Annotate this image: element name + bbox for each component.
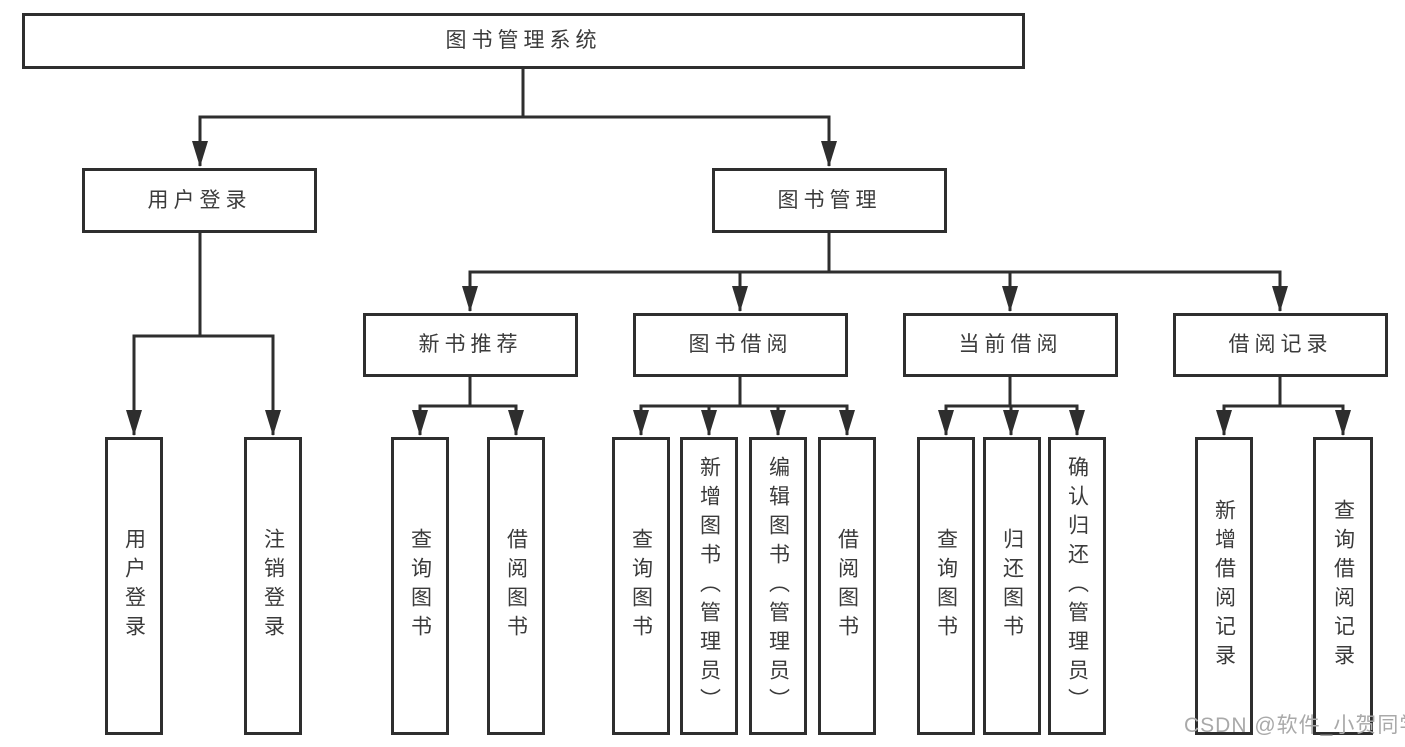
node-current-borrow: 当前借阅 — [903, 313, 1118, 377]
connector-root-branch — [192, 69, 837, 167]
node-root: 图书管理系统 — [22, 13, 1025, 69]
node-book-borrow: 图书借阅 — [633, 313, 848, 377]
node-borrow-records: 借阅记录 — [1173, 313, 1388, 377]
leaf-cb-confirm-return-admin: 确认归还（管理员） — [1048, 437, 1106, 735]
leaf-br-add-record: 新增借阅记录 — [1195, 437, 1253, 735]
leaf-cb-query-book: 查询图书 — [917, 437, 975, 735]
leaf-rec-query-book: 查询图书 — [391, 437, 449, 735]
leaf-bb-borrow-book: 借阅图书 — [818, 437, 876, 735]
connector-borrow-records-branch — [1216, 377, 1351, 436]
leaf-user-login: 用户登录 — [105, 437, 163, 735]
leaf-bb-query-book: 查询图书 — [612, 437, 670, 735]
leaf-rec-borrow-book: 借阅图书 — [487, 437, 545, 735]
leaf-bb-edit-book-admin: 编辑图书（管理员） — [749, 437, 807, 735]
connector-book-borrow-branch — [633, 377, 855, 436]
connector-book-mgmt-branch — [462, 233, 1288, 312]
node-user-login: 用户登录 — [82, 168, 317, 233]
leaf-bb-add-book-admin: 新增图书（管理员） — [680, 437, 738, 735]
node-new-book-rec: 新书推荐 — [363, 313, 578, 377]
connector-current-borrow-branch — [938, 377, 1085, 436]
watermark: CSDN @软件_小贺同学 — [1184, 714, 1405, 737]
connector-user-login-branch — [126, 233, 281, 436]
node-book-mgmt: 图书管理 — [712, 168, 947, 233]
leaf-br-query-record: 查询借阅记录 — [1313, 437, 1373, 735]
connector-new-book-rec-branch — [412, 377, 524, 436]
leaf-logout: 注销登录 — [244, 437, 302, 735]
leaf-cb-return-book: 归还图书 — [983, 437, 1041, 735]
